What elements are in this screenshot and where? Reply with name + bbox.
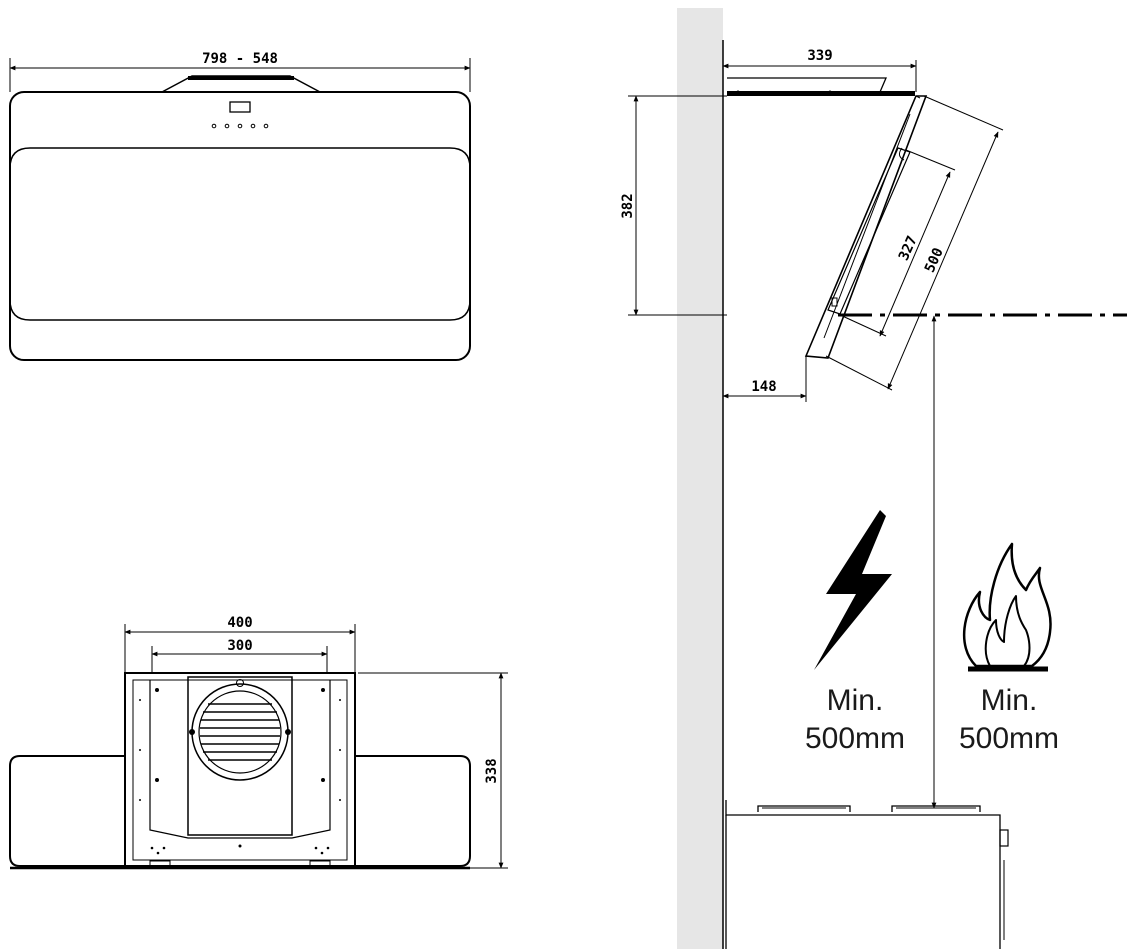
outlet-inner-label: 300 xyxy=(227,638,252,654)
slanted-glass-panel xyxy=(804,95,928,359)
outlet-outer-label: 400 xyxy=(227,615,252,631)
back-housing xyxy=(124,672,356,867)
side-height-label: 382 xyxy=(620,193,636,218)
lightning-bolt-icon xyxy=(814,510,892,670)
back-height-label: 338 xyxy=(484,758,500,783)
glass-panel xyxy=(9,147,471,321)
electric-clearance-line2: 500mm xyxy=(805,722,905,755)
gas-clearance-line1: Min. xyxy=(981,684,1038,717)
wall-offset-label: 148 xyxy=(751,379,776,395)
front-view: 798 - 548 xyxy=(9,51,471,361)
filter-length-label: 327 xyxy=(896,234,921,264)
flame-icon xyxy=(962,542,1052,672)
side-depth-label: 339 xyxy=(807,48,832,64)
control-display xyxy=(229,101,251,113)
width-range-label: 798 - 548 xyxy=(202,51,278,67)
motor-plate xyxy=(187,676,293,836)
wall xyxy=(677,8,723,949)
glass-length-label: 500 xyxy=(922,246,947,276)
electric-clearance-line1: Min. xyxy=(827,684,884,717)
gas-clearance-line2: 500mm xyxy=(959,722,1059,755)
control-buttons xyxy=(211,123,269,129)
cooktop xyxy=(725,800,1009,949)
back-view: 400 300 338 xyxy=(9,615,508,870)
side-view: 339 382 500 327 148 xyxy=(620,8,1127,949)
exhaust-outlet xyxy=(191,683,289,781)
